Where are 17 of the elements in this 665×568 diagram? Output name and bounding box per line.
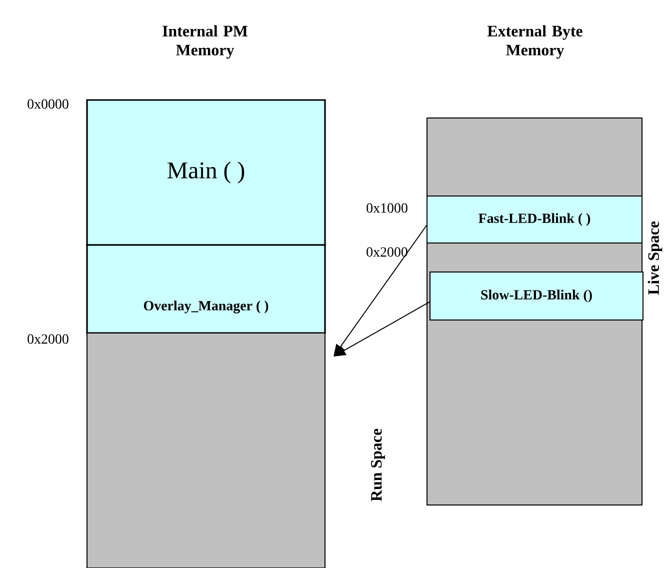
block-label: Overlay_Manager ( ) xyxy=(144,300,268,314)
address-label: 0x2000 xyxy=(366,247,408,257)
memory-block xyxy=(426,196,642,244)
column-title: External Byte Memory xyxy=(487,25,582,59)
region-label: Run Space xyxy=(371,428,385,502)
address-label: 0x0000 xyxy=(28,99,68,109)
column-title: Internal PM Memory xyxy=(162,25,248,59)
memory-block xyxy=(86,244,326,334)
address-label: 0x2000 xyxy=(28,334,68,344)
address-label: 0x1000 xyxy=(366,203,408,213)
memory-block xyxy=(430,272,644,320)
memory-block xyxy=(86,99,326,246)
block-label: Fast-LED-Blink ( ) xyxy=(478,213,590,226)
region-label: Live Space xyxy=(648,221,662,295)
block-label: Slow-LED-Blink () xyxy=(481,290,592,302)
block-label: Main ( ) xyxy=(168,162,244,184)
memory-region xyxy=(86,332,326,568)
